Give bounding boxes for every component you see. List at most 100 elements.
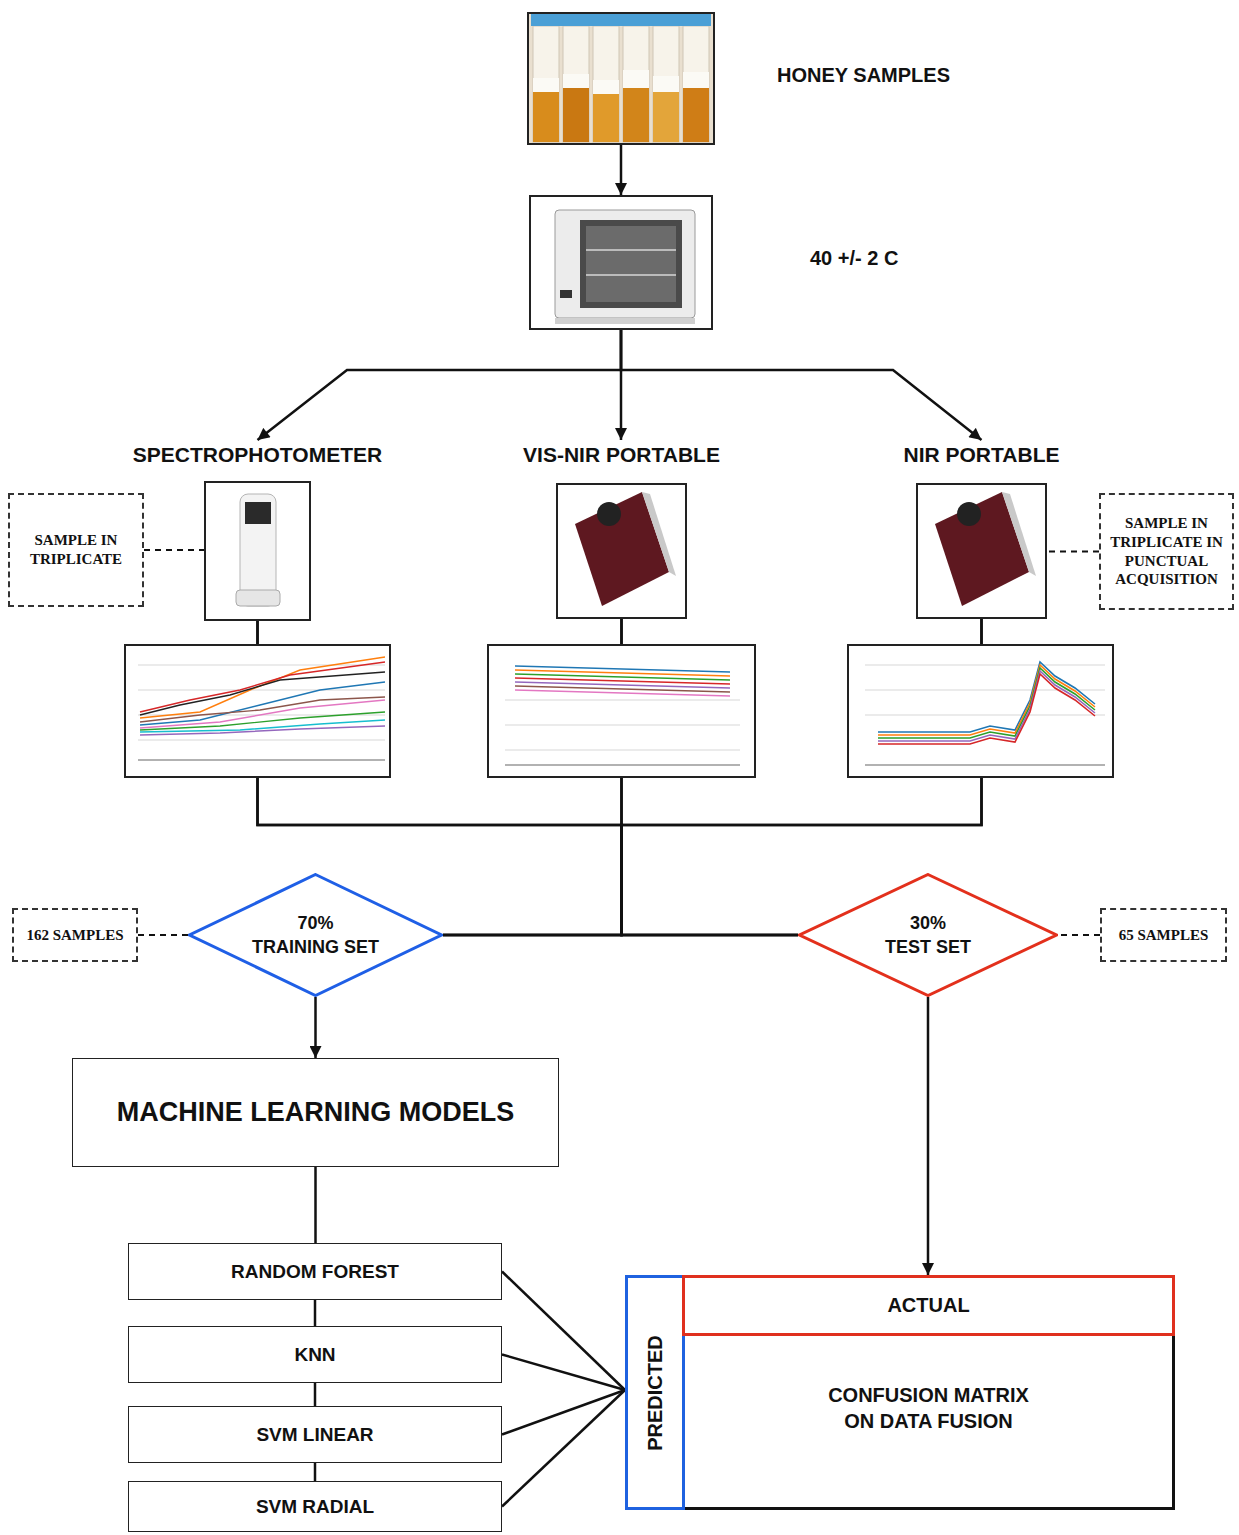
spectrum-chart [138, 759, 385, 760]
spectrum-chart [878, 674, 1095, 744]
model-box: SVM LINEAR [128, 1406, 502, 1463]
vis-nir-device-photo [575, 492, 669, 606]
spectrophotometer-photo [236, 590, 280, 606]
confusion-matrix: CONFUSION MATRIX ON DATA FUSIONPREDICTED… [625, 1275, 1175, 1510]
node-label: 162 SAMPLES [26, 926, 123, 945]
honey-photo [623, 70, 649, 88]
spectrophotometer-photo [205, 482, 310, 620]
connector-line [502, 1272, 625, 1391]
nir-device-photo [1002, 492, 1036, 576]
spectrum-chart [138, 664, 385, 665]
node-label: 70% TRAINING SET [252, 911, 380, 960]
connector-line [314, 1463, 317, 1481]
node-label: SVM LINEAR [256, 1424, 373, 1446]
spectrum-chart [505, 749, 740, 751]
connector-arrow [621, 330, 982, 440]
oven-photo [586, 226, 676, 302]
node-label: SPECTROPHOTOMETER [133, 443, 382, 467]
sample-photo-box: HONEY SAMPLES [527, 12, 715, 145]
instrument-panel: VIS-NIR PORTABLE [557, 440, 686, 618]
spectrum-chart [878, 671, 1095, 741]
node-label: 30% TEST SET [885, 911, 972, 960]
note-callout: SAMPLE IN TRIPLICATE [8, 493, 144, 607]
connector-line [314, 1300, 317, 1326]
spectrum-chart [505, 764, 740, 766]
connector-arrow [258, 330, 622, 440]
connector-line [502, 1355, 625, 1391]
nir-device-photo [935, 492, 1029, 606]
honey-photo [681, 14, 711, 26]
spectrophotometer-photo [205, 482, 310, 620]
honey-photo [563, 26, 589, 142]
spectrum-chart [140, 700, 385, 728]
vis-nir-device-photo [597, 502, 621, 526]
oven-photo [555, 318, 695, 324]
axis-band: ACTUAL [682, 1275, 1175, 1336]
node-label: RANDOM FOREST [231, 1261, 399, 1283]
spectrum-chart [140, 697, 385, 722]
honey-photo [563, 74, 589, 88]
vis-nir-device-photo [557, 484, 686, 618]
spectrum-chart [865, 764, 1105, 766]
spectrum-chart [138, 739, 385, 740]
node-label: NIR PORTABLE [904, 443, 1060, 467]
node-label: SAMPLE IN TRIPLICATE [16, 531, 136, 569]
honey-photo [621, 14, 651, 26]
oven-photo [529, 195, 713, 330]
diamond-outline [190, 875, 442, 996]
model-box: KNN [128, 1326, 502, 1383]
instrument-panel: NIR PORTABLE [917, 440, 1046, 618]
oven-photo [586, 249, 676, 251]
connector-line [502, 1390, 625, 1507]
connector-line [502, 1390, 625, 1435]
spectrum-chart [125, 645, 390, 777]
leader-line [1058, 934, 1100, 936]
connector-group [138, 145, 1100, 1507]
instrument-panel: SPECTROPHOTOMETER [205, 440, 310, 620]
connector-line [314, 1167, 317, 1243]
honey-photo [683, 72, 709, 88]
vis-nir-device-photo [557, 484, 686, 618]
diamond-outline [188, 873, 443, 997]
honey-photo [623, 26, 649, 142]
spectrum-chart [138, 689, 385, 690]
honey-photo [533, 78, 559, 92]
honey-photo [533, 92, 559, 142]
diamond-outline [798, 873, 1058, 997]
spectrum-chart [140, 657, 385, 718]
connector-arrow [314, 997, 317, 1058]
axis-band: PREDICTED [625, 1275, 685, 1510]
honey-photo [591, 14, 621, 26]
oven-photo [529, 195, 713, 330]
honey-photo [653, 92, 679, 142]
nir-device-photo [957, 502, 981, 526]
honey-photo [593, 94, 619, 142]
spectrophotometer-photo [240, 494, 276, 606]
node-label: VIS-NIR PORTABLE [523, 443, 720, 467]
nir-device-photo [917, 484, 1046, 618]
spectrum-chart [848, 645, 1113, 777]
node-label: ACTUAL [887, 1294, 969, 1317]
spectrum-chart [488, 645, 755, 777]
spectrum-chart [140, 672, 385, 715]
oven-photo [560, 290, 572, 298]
split-diamond: 70% TRAINING SET [188, 873, 443, 997]
node-label: SVM RADIAL [256, 1496, 374, 1518]
honey-photo [623, 88, 649, 142]
oven-photo [586, 274, 676, 276]
split-diamond: 30% TEST SET [798, 873, 1058, 997]
honey-photo [651, 14, 681, 26]
honey-photo [653, 76, 679, 92]
honey-photo [653, 26, 679, 142]
spectrum-chart [488, 645, 755, 777]
vis-nir-device-photo [642, 492, 676, 576]
nir-device-photo [917, 484, 1046, 618]
honey-photo [533, 26, 559, 142]
spectrum-chart [505, 699, 740, 701]
oven-photo-box: 40 +/- 2 C [529, 195, 713, 330]
node-label: SAMPLE IN TRIPLICATE IN PUNCTUAL ACQUISI… [1107, 514, 1226, 589]
diamond-outline [800, 875, 1057, 996]
node-label: HONEY SAMPLES [777, 64, 950, 87]
spectrum-chart [140, 726, 385, 735]
